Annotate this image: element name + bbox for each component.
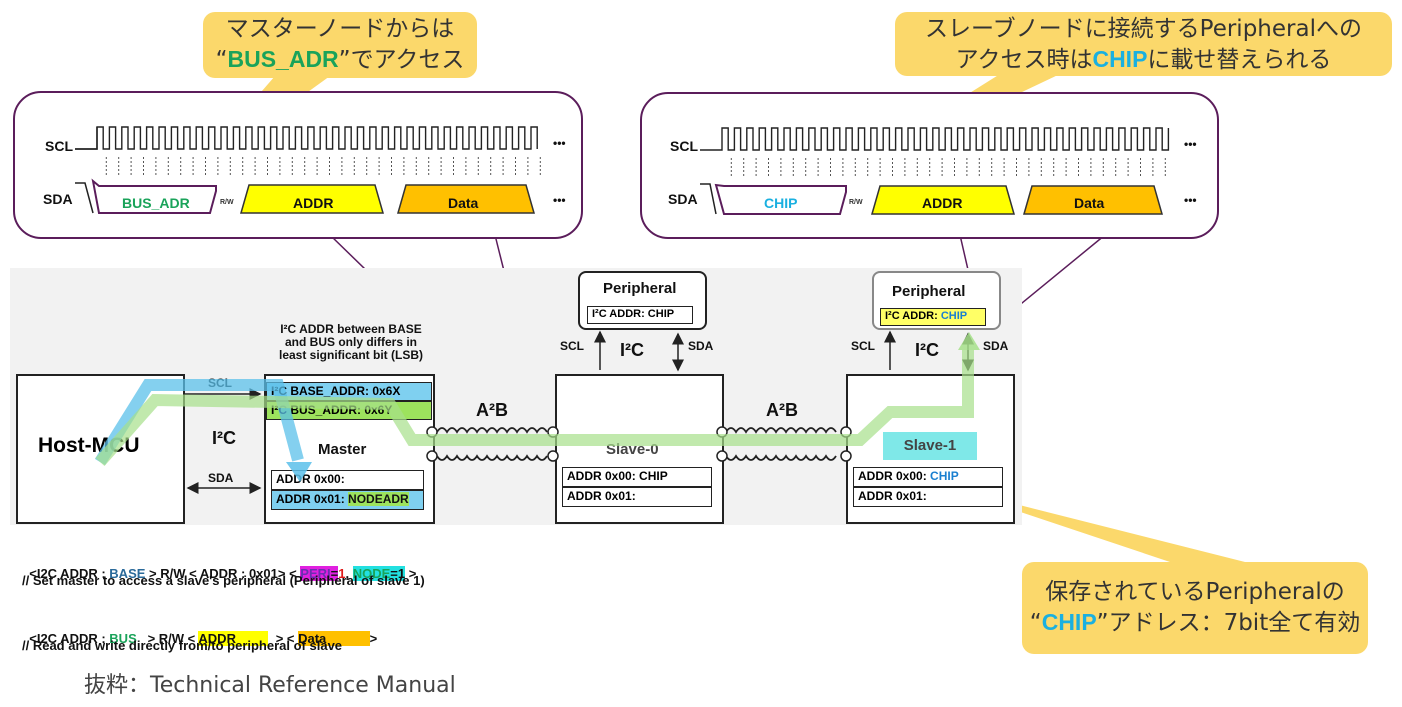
i2c-label: I²C — [620, 340, 644, 360]
addr-field-label: ADDR — [293, 195, 333, 211]
slave0-addr1-row: ADDR 0x01: — [562, 487, 712, 507]
continuation-dots: ••• — [553, 136, 566, 150]
sda-signal-label: SDA — [208, 471, 234, 485]
sda-frame-addr — [240, 184, 384, 214]
sda-label: SDA — [43, 191, 73, 207]
data-field-label: Data — [448, 195, 479, 211]
scl-label: SCL — [670, 138, 698, 154]
timing-diagram-slave: SCL SDA CHIP R/W ADDR Data ••• ••• — [668, 127, 1197, 215]
chip-highlight: CHIP — [930, 469, 959, 483]
a2b-link-label: A²B — [476, 400, 508, 420]
busadr-field-label: BUS_ADR — [122, 195, 190, 211]
scl-clock-waveform — [700, 127, 1170, 151]
master-label: Master — [318, 441, 367, 458]
bus-adr-highlight: BUS_ADR — [227, 46, 339, 72]
a2b-coil-left — [436, 427, 548, 461]
scl-label: SCL — [45, 138, 73, 154]
addr-field-label: ADDR — [922, 195, 962, 211]
master-addr0-row: ADDR 0x00: — [271, 470, 424, 490]
rw-bit-label: R/W — [849, 199, 863, 206]
callout-master-access: マスターノードからは “BUS_ADR”でアクセス — [203, 12, 477, 78]
continuation-dots: ••• — [553, 193, 566, 207]
scl-clock-waveform — [75, 126, 538, 150]
data-field-label: Data — [1074, 195, 1105, 211]
slave1-addr1-row: ADDR 0x01: — [853, 487, 1003, 507]
scl-signal-label: SCL — [560, 339, 584, 353]
sda-start-line — [75, 182, 94, 214]
a2b-link-label: A²B — [766, 400, 798, 420]
chip-highlight: CHIP — [940, 310, 968, 322]
sda-frame-addr — [871, 185, 1015, 215]
host-to-master-path — [94, 379, 304, 466]
scl-signal-label: SCL — [851, 339, 875, 353]
peri-field: PERI — [300, 566, 331, 581]
nodeadr-highlight: NODEADR — [348, 492, 409, 506]
chip-field-label: CHIP — [764, 195, 797, 211]
peripheral0-label: Peripheral — [603, 280, 677, 297]
callout-slave-access: スレーブノードに接続するPeripheralへの アクセス時はCHIPに載せ替え… — [895, 12, 1392, 76]
continuation-dots: ••• — [1184, 193, 1197, 207]
timing-bubble-master — [13, 91, 583, 239]
rw-bit-label: R/W — [220, 199, 234, 206]
timing-diagram-master: SCL SDA BUS_ADR R/W ADDR Data ••• ••• — [43, 126, 566, 214]
bus-keyword: BUS — [109, 631, 137, 646]
code-line-set-master: <I2C ADDR : BASE > R/W < ADDR : 0x01> < … — [29, 566, 417, 581]
base-keyword: BASE — [109, 566, 146, 581]
i2c-label: I²C — [915, 340, 939, 360]
code-line-read-write: <I2C ADDR : BUS > R/W < ADDR > < Data > — [29, 631, 378, 646]
sda-frame-data — [397, 184, 535, 214]
master-addr1-row: ADDR 0x01: NODEADR — [271, 490, 424, 510]
i2c-label: I²C — [212, 428, 236, 448]
continuation-dots: ••• — [1184, 137, 1197, 151]
sda-signal-label: SDA — [688, 339, 714, 353]
data-field: Data — [298, 631, 370, 646]
sda-frame-chip — [714, 183, 847, 215]
comment-read-write: // Read and write directly from/to perip… — [22, 638, 343, 653]
chip-highlight: CHIP — [1092, 46, 1148, 72]
source-note: 抜粋：Technical Reference Manual — [84, 673, 456, 698]
peripheral1-label: Peripheral — [892, 283, 966, 300]
peripheral0-addr: I²C ADDR: CHIP — [587, 306, 693, 324]
peripheral1-addr: I²C ADDR: CHIP — [880, 308, 986, 326]
chip-highlight: CHIP — [1041, 609, 1097, 635]
comment-set-master: // Set master to access a slave's periph… — [22, 573, 425, 588]
host-to-peripheral-path — [95, 350, 974, 466]
a2b-coil-right — [725, 427, 837, 461]
sda-start-line — [700, 183, 717, 215]
sda-signal-label: SDA — [983, 339, 1009, 353]
sda-frame-data — [1023, 185, 1163, 215]
sda-frame-busadr — [91, 178, 217, 214]
callout-stored-chip: 保存されているPeripheralの “CHIP”アドレス：7bit全て有効 — [1022, 562, 1368, 654]
slave0-addr0-row: ADDR 0x00: CHIP — [562, 467, 712, 487]
sda-label: SDA — [668, 191, 698, 207]
node-field: NODE — [352, 566, 391, 581]
slave1-label: Slave-1 — [883, 432, 977, 460]
slave1-addr0-row: ADDR 0x00: CHIP — [853, 467, 1003, 487]
addr-field: ADDR — [198, 631, 269, 646]
